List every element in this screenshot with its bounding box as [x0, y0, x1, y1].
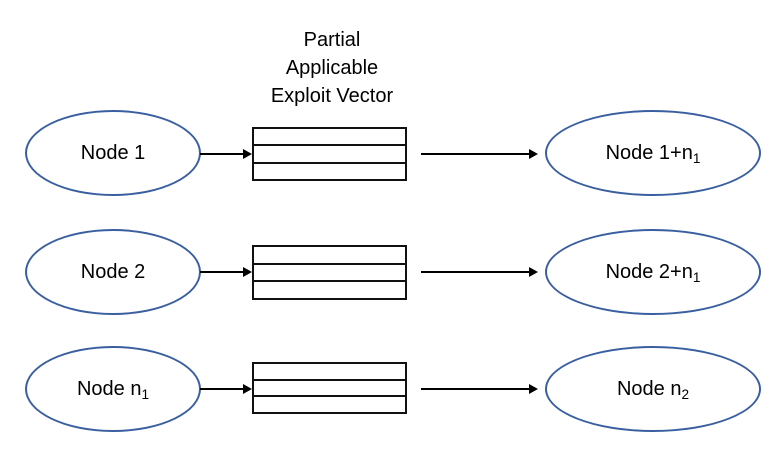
arrow-head-icon [243, 267, 252, 277]
exploit-vector-title: Partial Applicable Exploit Vector [270, 29, 394, 107]
vector-cell [254, 163, 405, 179]
source-node-base-1: Node 1 [80, 142, 146, 164]
vector-cell [254, 264, 405, 283]
target-node-label-2: Node 2+n1 [605, 261, 701, 285]
target-node-base-1: Node 1+n [605, 142, 693, 164]
source-node-label-2: Node 2 [81, 262, 146, 282]
source-node-ellipse-3[interactable]: Node n1 [25, 346, 201, 432]
arrow-vector-to-target-2 [421, 266, 538, 278]
exploit-vector-box-2[interactable] [252, 245, 407, 300]
target-node-base-2: Node 2+n [605, 261, 693, 283]
source-node-ellipse-1[interactable]: Node 1 [25, 110, 201, 196]
arrow-shaft [421, 271, 529, 273]
arrow-source-to-vector-2 [200, 266, 252, 278]
arrow-head-icon [243, 384, 252, 394]
target-node-label-3: Node n2 [616, 378, 690, 402]
arrow-head-icon [529, 267, 538, 277]
target-node-subscript-2: 1 [692, 269, 701, 285]
exploit-vector-box-3[interactable] [252, 362, 407, 414]
source-node-ellipse-2[interactable]: Node 2 [25, 229, 201, 315]
target-node-ellipse-1[interactable]: Node 1+n1 [545, 110, 761, 196]
source-node-subscript-3: 1 [141, 386, 150, 402]
source-node-base-3: Node n [76, 378, 142, 400]
exploit-vector-box-1[interactable] [252, 127, 407, 181]
vector-cell [254, 397, 405, 413]
arrow-shaft [421, 388, 529, 390]
arrow-source-to-vector-1 [200, 148, 252, 160]
target-node-subscript-3: 2 [681, 386, 690, 402]
target-node-base-3: Node n [616, 378, 682, 400]
arrow-head-icon [529, 384, 538, 394]
target-node-subscript-1: 1 [692, 150, 701, 166]
source-node-base-2: Node 2 [80, 261, 146, 283]
source-node-label-3: Node n1 [76, 378, 150, 402]
vector-cell [254, 380, 405, 398]
vector-cell [254, 129, 405, 147]
vector-cell [254, 247, 405, 265]
arrow-shaft [421, 153, 529, 155]
arrow-shaft [200, 271, 243, 273]
target-node-label-1: Node 1+n1 [605, 142, 701, 166]
vector-cell [254, 146, 405, 164]
arrow-shaft [200, 388, 243, 390]
arrow-source-to-vector-3 [200, 383, 252, 395]
source-node-label-1: Node 1 [81, 143, 146, 163]
target-node-ellipse-2[interactable]: Node 2+n1 [545, 229, 761, 315]
vector-cell [254, 364, 405, 381]
vector-cell [254, 282, 405, 299]
arrow-shaft [200, 153, 243, 155]
arrow-head-icon [529, 149, 538, 159]
arrow-vector-to-target-3 [421, 383, 538, 395]
arrow-vector-to-target-1 [421, 148, 538, 160]
arrow-head-icon [243, 149, 252, 159]
target-node-ellipse-3[interactable]: Node n2 [545, 346, 761, 432]
